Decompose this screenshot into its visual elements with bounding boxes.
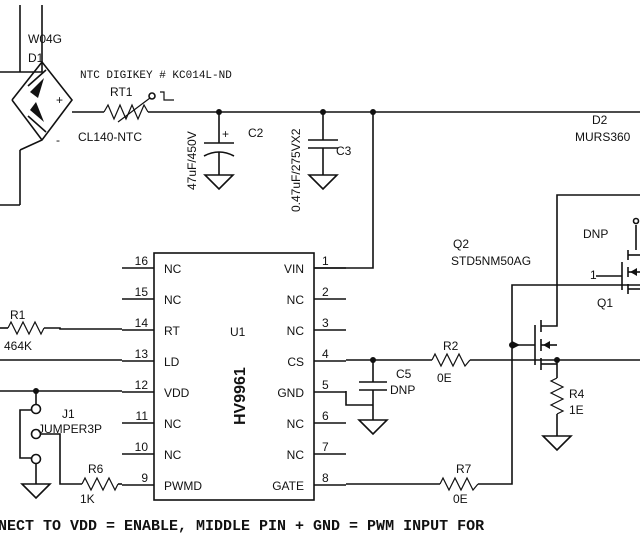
r2-ref: R2: [443, 339, 459, 353]
ic-pin-number: 6: [322, 409, 329, 423]
ic-pin-number: 5: [322, 378, 329, 392]
c2-ref: C2: [248, 126, 264, 140]
ic-pin-name: VIN: [284, 262, 304, 276]
c3-ref: C3: [336, 144, 352, 158]
ic-pin-name: NC: [287, 417, 305, 431]
ic-pin-name: NC: [164, 293, 182, 307]
bridge-plus: +: [56, 93, 63, 107]
bridge-rectifier-d1: W04G D1 + -: [0, 5, 74, 206]
ic-pin-number: 8: [322, 471, 329, 485]
capacitor-c3: C3 0.47uF/275VX2: [289, 112, 352, 212]
ic-part: HV9961: [232, 367, 249, 425]
bridge-part: W04G: [28, 32, 62, 46]
jumper-j1: J1 JUMPER3P: [19, 391, 102, 500]
r1-value: 464K: [4, 339, 32, 353]
c5-value: DNP: [390, 383, 415, 397]
resistor-r6: R6 1K: [80, 462, 122, 506]
ic-pin-name: RT: [164, 324, 180, 338]
q1-dnp: DNP: [583, 227, 608, 241]
ic-pin-name: CS: [287, 355, 304, 369]
ic-pin-name: NC: [164, 448, 182, 462]
ic-pin-name: VDD: [164, 386, 190, 400]
c2-plus: +: [222, 127, 229, 141]
ic-pin-number: 14: [135, 316, 149, 330]
c3-value: 0.47uF/275VX2: [289, 128, 303, 212]
ic-pin-name: GATE: [272, 479, 304, 493]
r6-ref: R6: [88, 462, 104, 476]
q2-ref: Q2: [453, 237, 469, 251]
r6-value: 1K: [80, 492, 95, 506]
ic-pin-number: 4: [322, 347, 329, 361]
capacitor-c2: + C2 47uF/450V: [185, 112, 264, 191]
ic-pin-number: 3: [322, 316, 329, 330]
j1-ref: J1: [62, 407, 75, 421]
ic-pin-name: GND: [277, 386, 304, 400]
ic-pin-name: LD: [164, 355, 180, 369]
ic-pin-name: NC: [287, 448, 305, 462]
resistor-r7: R7 0E: [346, 284, 640, 506]
ic-pin-name: PWMD: [164, 479, 202, 493]
ic-pin-number: 7: [322, 440, 329, 454]
r1-ref: R1: [10, 308, 26, 322]
q1-ref: Q1: [597, 296, 613, 310]
resistor-r2: R2 0E: [431, 339, 640, 385]
bridge-ref: D1: [28, 51, 44, 65]
ic-pin-number: 16: [135, 254, 149, 268]
ic-pin-number: 12: [135, 378, 149, 392]
ic-pin-number: 1: [322, 254, 329, 268]
r4-value: 1E: [569, 403, 584, 417]
j1-value: JUMPER3P: [38, 422, 102, 436]
c5-ref: C5: [396, 367, 412, 381]
mosfet-q2: Q2 STD5NM50AG: [451, 194, 640, 370]
bridge-minus: -: [56, 133, 60, 147]
footer-note: NECT TO VDD = ENABLE, MIDDLE PIN + GND =…: [0, 518, 484, 535]
ic-pin-number: 2: [322, 285, 329, 299]
ic-pin-name: NC: [287, 324, 305, 338]
r4-ref: R4: [569, 387, 585, 401]
thermistor-value: CL140-NTC: [78, 130, 142, 144]
mosfet-q1: DNP 1 Q1: [583, 217, 640, 310]
d2-value: MURS360: [575, 130, 631, 144]
r7-ref: R7: [456, 462, 472, 476]
ic-pin-name: NC: [164, 262, 182, 276]
junction-dot: [509, 342, 515, 348]
ic-pin-name: NC: [287, 293, 305, 307]
ic-pin-name: NC: [164, 417, 182, 431]
q1-pin-num: 1: [590, 268, 597, 282]
thermistor-ref: RT1: [110, 85, 133, 99]
capacitor-c5: C5 DNP: [345, 360, 415, 436]
c2-value: 47uF/450V: [185, 131, 199, 190]
resistor-r1: R1 464K: [0, 308, 122, 353]
q2-part: STD5NM50AG: [451, 254, 531, 268]
ic-pin-number: 10: [135, 440, 149, 454]
resistor-r4: R4 1E: [541, 360, 585, 452]
thermistor-rt1: NTC DIGIKEY # KC014L-ND RT1 CL140-NTC: [72, 70, 640, 144]
d2-ref: D2: [592, 113, 608, 127]
r2-value: 0E: [437, 371, 452, 385]
ic-u1: U1 HV9961 16NC15NC14RT13LD12VDD11NC10NC9…: [122, 252, 346, 501]
ic-pin-number: 13: [135, 347, 149, 361]
ic-pin-number: 11: [136, 409, 149, 423]
ic-pin-number: 9: [141, 471, 148, 485]
thermistor-note: NTC DIGIKEY # KC014L-ND: [80, 70, 232, 82]
ic-pin-number: 15: [135, 285, 149, 299]
r7-value: 0E: [453, 492, 468, 506]
ic-ref: U1: [230, 325, 246, 339]
